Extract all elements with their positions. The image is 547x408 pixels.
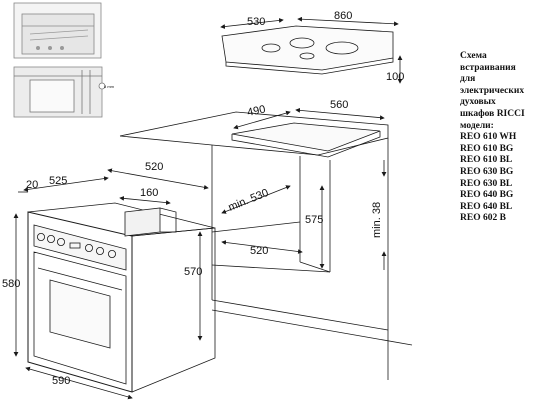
hob-drawing [221,25,394,75]
model-list-item: REO 630 BL [460,178,513,189]
inset-detail-section: 8 mm [13,66,115,118]
oven-knob [96,246,105,255]
oven-knob [108,249,117,258]
oven-depth-label: 520 [145,161,163,173]
model-list: REO 610 WH REO 610 BG REO 610 BL REO 630… [460,132,546,225]
caption-title-line: электрических [460,85,525,96]
niche-depth-label: min. 530 [227,187,271,214]
model-list-item: REO 610 BL [460,155,513,166]
inset-detail-cabinet [13,2,102,59]
vent-depth-dim-line [119,196,171,205]
hob-height-label: 100 [386,71,404,83]
cabinet-niche-drawing [211,138,413,380]
oven-knob [57,237,66,246]
caption-title-line: модели: [460,120,494,131]
oven-display [69,242,81,249]
caption-title-line: Схема [460,51,487,61]
oven-height-label: 580 [2,278,20,290]
model-list-item: REO 640 BL [460,201,513,212]
oven-drawing [27,202,216,393]
oven-front-depth-dim-line [23,176,109,192]
oven-width-label: 590 [52,375,70,387]
oven-width-dim-line [25,366,133,400]
cutout-depth-label: 490 [246,103,266,119]
hob-width-dim-line [297,16,399,27]
oven-knob [47,234,56,243]
hob-depth-dim-line [220,18,284,29]
models-caption: Схема встраивания для электрических духо… [460,51,546,225]
base-gap-label: min. 38 [371,202,383,238]
model-list-item: REO 610 WH [460,132,517,143]
oven-depth-dim-line [107,168,209,190]
countertop-drawing [119,111,389,158]
oven-front-depth-label: 525 [49,175,67,187]
hob-burner [299,52,315,60]
niche-width-label: 520 [250,245,268,257]
oven-knob [37,232,46,241]
hob-burner [289,37,315,49]
oven-window [49,279,111,349]
caption-title-line: для [460,74,476,85]
vent-depth-label: 160 [140,187,158,199]
oven-front-offset-label: 20 [26,179,38,191]
niche-width-dim-line [221,240,303,254]
oven-knob [85,243,94,252]
cutout-width-label: 560 [330,99,348,111]
model-list-item: REO 602 B [460,213,506,224]
oven-body-height-label: 570 [184,266,202,278]
cutout-depth-dim-line [233,110,291,130]
cutout-width-dim-line [295,107,385,121]
hob-width-label: 860 [334,10,352,22]
model-list-item: REO 630 BG [460,166,514,177]
caption-title-line: шкафов RICCI [460,108,525,119]
caption-title-line: духовых [460,97,496,108]
niche-height-label: 575 [305,214,323,226]
hob-burner [261,43,281,53]
model-list-item: REO 610 BG [460,143,514,154]
hob-depth-label: 530 [247,16,265,28]
hob-burner [325,41,359,55]
caption-title-line: встраивания [460,62,516,73]
inset-mm-label: 8 mm [104,84,115,89]
niche-depth-dim-line [221,185,291,214]
model-list-item: REO 640 BG [460,190,514,201]
